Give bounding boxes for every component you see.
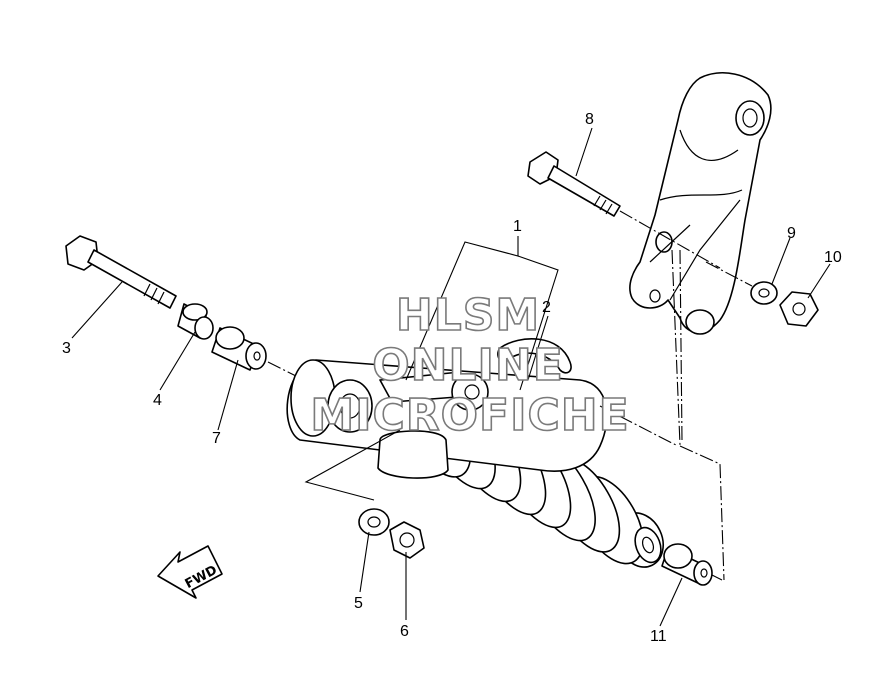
callout-11: 11 [650, 628, 667, 645]
leader-lines [71, 127, 831, 627]
callout-8: 8 [585, 111, 594, 128]
washer-5 [358, 508, 390, 536]
callout-numbers: 1 2 3 4 5 6 7 8 9 10 11 [62, 111, 842, 645]
washer-9 [750, 281, 778, 305]
callout-10: 10 [824, 249, 842, 266]
fwd-arrow: FWD [157, 545, 223, 599]
relay-arm [629, 72, 772, 335]
watermark-line-1: HLSM [396, 290, 540, 341]
callout-5: 5 [354, 595, 363, 612]
callout-1: 1 [513, 218, 522, 235]
collar-7 [211, 326, 267, 371]
callout-3: 3 [62, 340, 71, 357]
collar-4 [177, 303, 214, 340]
watermark: HLSM ONLINE MICROFICHE [310, 289, 630, 442]
nut-10 [779, 291, 819, 327]
bolt-8 [527, 151, 721, 269]
nut-6 [389, 521, 425, 559]
callout-4: 4 [153, 392, 162, 409]
clip-2 [497, 338, 572, 374]
callout-9: 9 [787, 225, 796, 242]
collar-11 [661, 543, 713, 586]
bolt-3 [65, 235, 177, 309]
shock-absorber-1 [286, 359, 664, 568]
callout-2: 2 [542, 299, 551, 316]
callout-6: 6 [400, 623, 409, 640]
watermark-line-2: ONLINE [372, 340, 564, 391]
watermark-line-3: MICROFICHE [310, 390, 629, 441]
callout-7: 7 [212, 430, 221, 447]
